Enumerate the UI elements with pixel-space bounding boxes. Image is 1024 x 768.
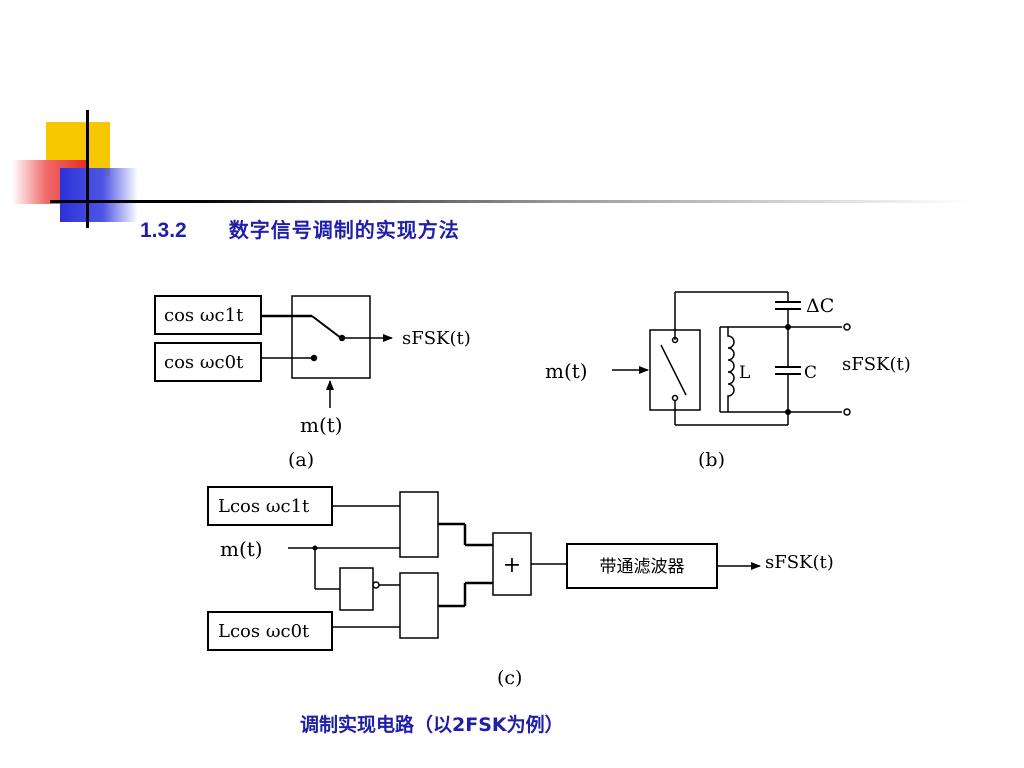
figure-label-c: (c) [497, 667, 522, 689]
section-title: 数字信号调制的实现方法 [228, 218, 460, 242]
inductor [727, 327, 735, 412]
and-gate-upper [399, 491, 439, 558]
diagram-b [612, 291, 851, 426]
slide-heading: 1.3.2 数字信号调制的实现方法 [140, 214, 460, 246]
capacitor-c-label: C [804, 363, 817, 383]
diagram-c-junctions [312, 545, 318, 551]
decor-horizontal-rule [50, 200, 970, 203]
lcos-wc0-source-box [207, 611, 333, 651]
lcos-wc0-label: Lcos ωc0t [218, 621, 310, 642]
sfsk-output-label-c: sFSK(t) [765, 552, 834, 573]
cos-wc0-label: cos ωc0t [164, 352, 244, 373]
m-t-label-b: m(t) [545, 359, 588, 383]
figure-label-b: (b) [698, 449, 725, 471]
figure-caption: 调制实现电路（以2FSK为例） [300, 714, 564, 736]
delta-c-label: ΔC [806, 295, 834, 317]
section-number: 1.3.2 [140, 219, 187, 242]
diagram-a [154, 295, 393, 408]
switch-box [291, 295, 371, 379]
diagram-c [207, 486, 761, 651]
lcos-wc1-label: Lcos ωc1t [218, 496, 310, 517]
sfsk-output-label-a: sFSK(t) [402, 328, 471, 349]
bandpass-filter-label: 带通滤波器 [600, 557, 685, 577]
adder-plus-sign: + [503, 553, 521, 578]
inductor-l-label: L [739, 363, 750, 383]
cos-wc0-source-box [154, 342, 262, 382]
diagram-b-junctions [785, 324, 791, 415]
cos-wc1-label: cos ωc1t [164, 305, 244, 326]
inverter-box [339, 567, 374, 611]
decor-vertical-line [86, 110, 89, 228]
figure-label-a: (a) [288, 449, 314, 471]
m-t-label-c: m(t) [220, 537, 263, 561]
and-gate-lower [399, 572, 439, 639]
m-t-label-a: m(t) [300, 413, 343, 437]
sfsk-output-label-b: sFSK(t) [842, 354, 911, 375]
decor-blue-square [60, 168, 138, 222]
